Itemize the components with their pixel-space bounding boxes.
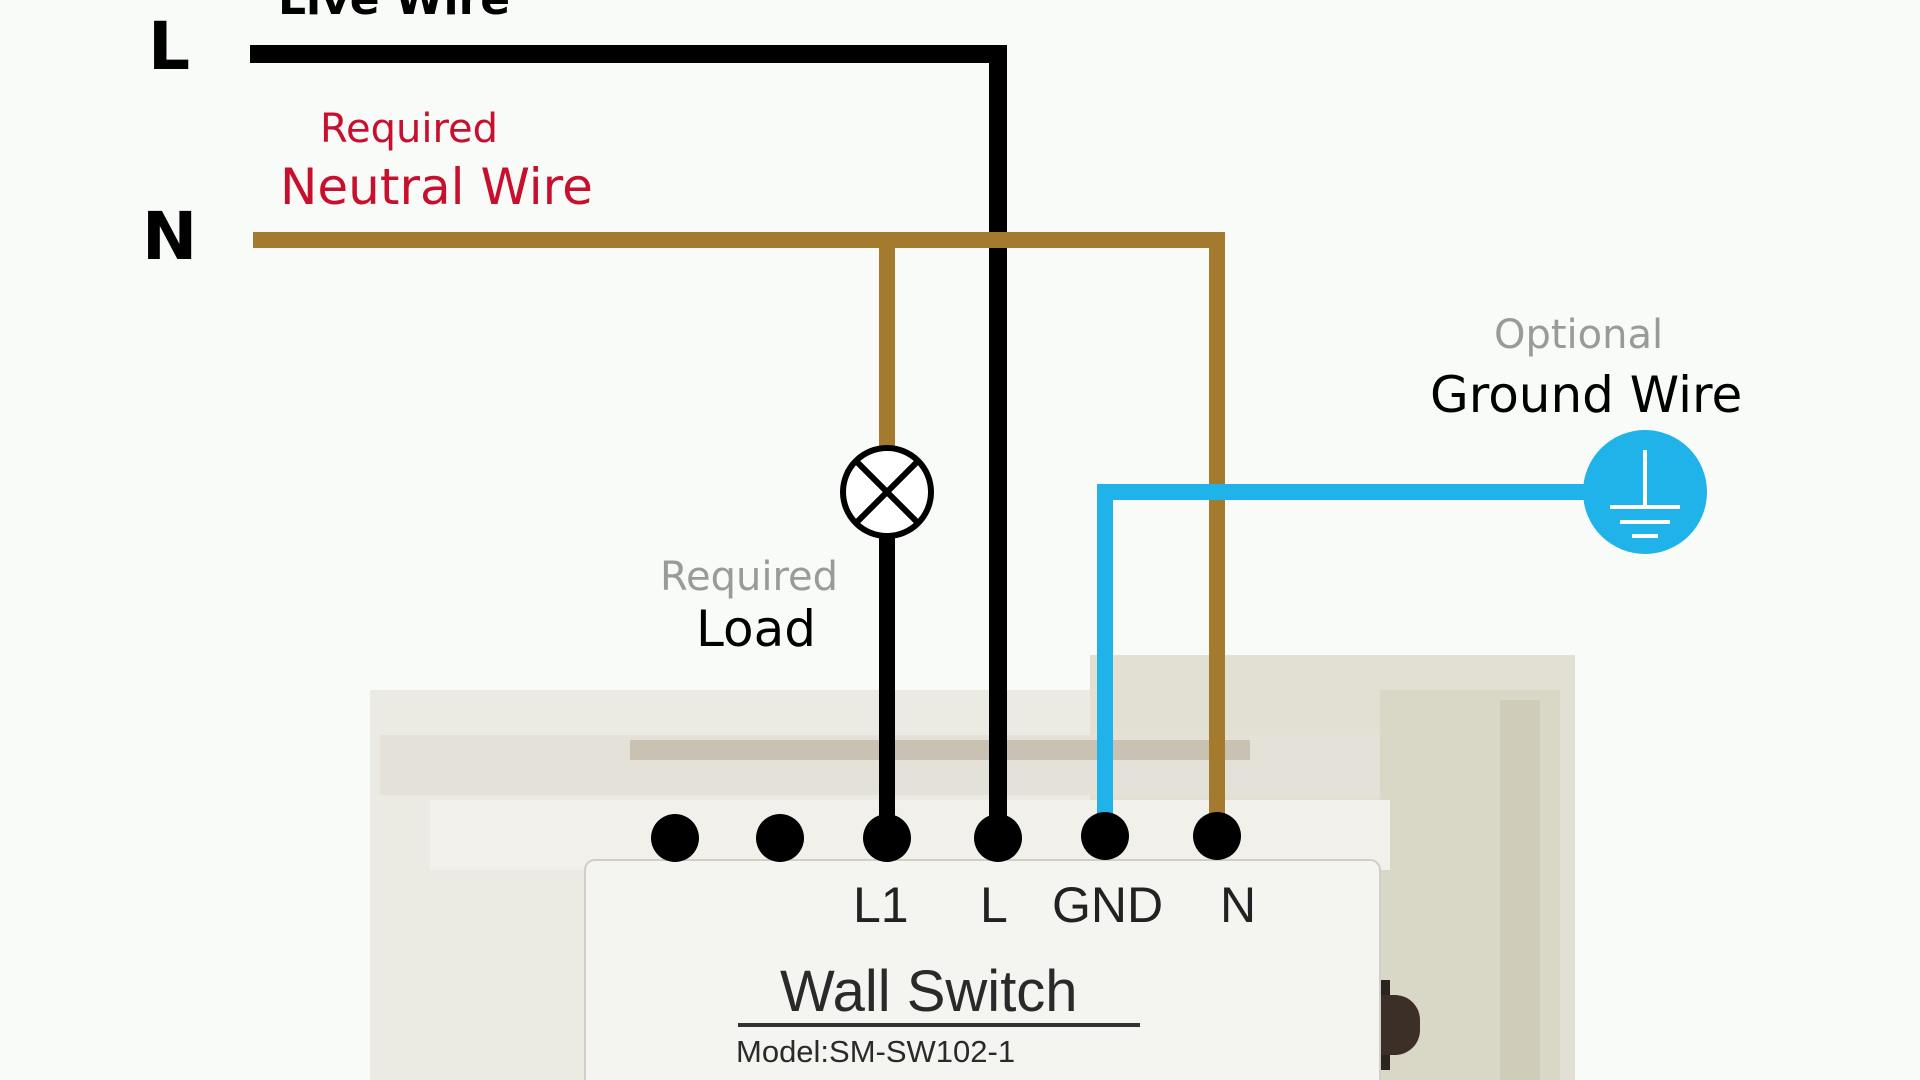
live-letter: L xyxy=(148,8,191,85)
load-label: Load xyxy=(696,600,816,658)
live-wire-label: Live Wire xyxy=(278,0,510,25)
neutral-letter: N xyxy=(142,198,198,275)
ground-wire xyxy=(1097,484,1585,836)
live-wire xyxy=(250,45,1007,838)
terminal-screws xyxy=(651,812,1241,862)
terminal-dot xyxy=(651,814,699,862)
terminal-label-l1: L1 xyxy=(853,877,909,933)
terminal-dot xyxy=(756,814,804,862)
neutral-wire xyxy=(253,232,1225,838)
neutral-wire-label: Neutral Wire xyxy=(280,158,593,216)
device-model: Model:SM-SW102-1 xyxy=(736,1034,1016,1069)
load-required-label: Required xyxy=(660,554,839,600)
terminal-dot-l1 xyxy=(863,814,911,862)
device-title: Wall Switch xyxy=(780,959,1078,1024)
terminal-label-gnd: GND xyxy=(1052,877,1164,933)
ground-wire-label: Ground Wire xyxy=(1430,366,1743,424)
terminal-label-l: L xyxy=(980,877,1008,933)
terminal-label-n: N xyxy=(1220,877,1257,933)
lamp-icon xyxy=(840,445,934,539)
terminal-dot-l xyxy=(974,814,1022,862)
terminal-dot-gnd xyxy=(1081,812,1129,860)
neutral-required-label: Required xyxy=(320,106,499,152)
terminal-dot-n xyxy=(1193,812,1241,860)
ground-optional-label: Optional xyxy=(1494,312,1664,358)
ground-icon xyxy=(1583,430,1707,554)
